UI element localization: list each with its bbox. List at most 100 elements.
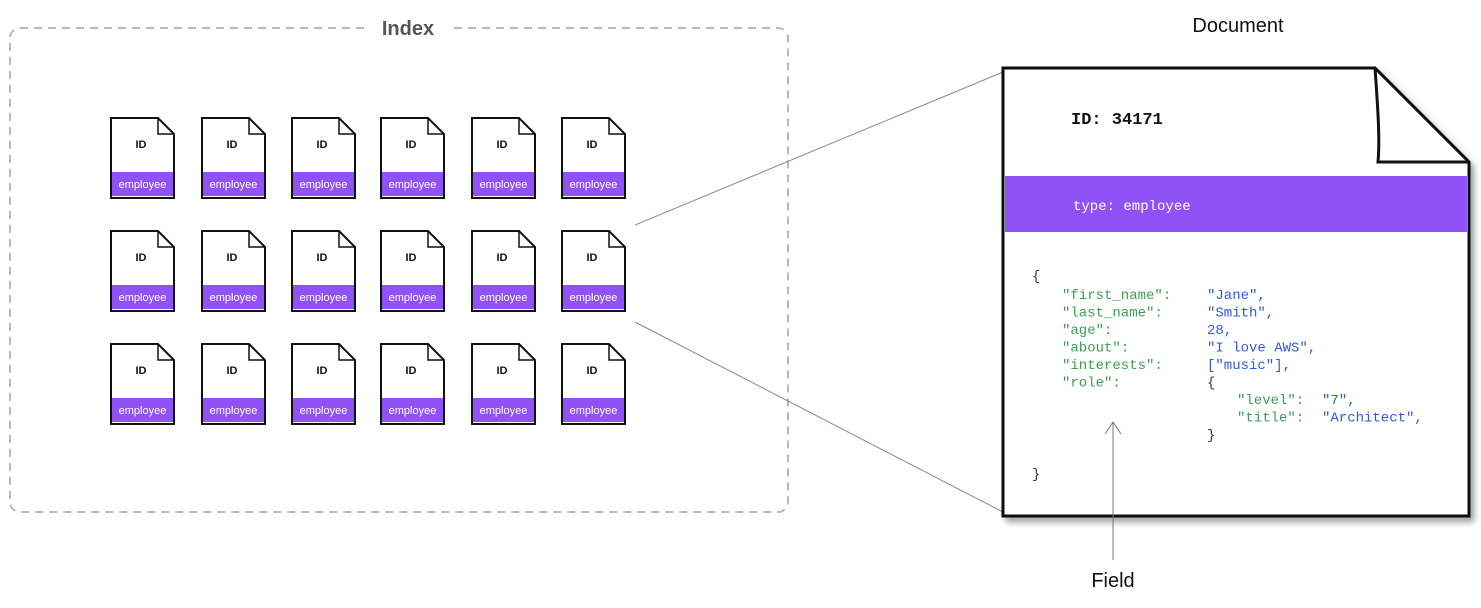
json-role-key: "title": bbox=[1237, 411, 1304, 427]
icon-id-label: ID bbox=[136, 252, 147, 264]
icon-id-label: ID bbox=[136, 365, 147, 377]
icon-page-fold bbox=[427, 344, 444, 361]
json-field-value: "Jane", bbox=[1207, 288, 1266, 304]
icon-page-outline bbox=[380, 230, 445, 312]
index-border bbox=[9, 27, 789, 513]
icon-type-label: employee bbox=[119, 179, 167, 191]
icon-page-fold bbox=[608, 231, 625, 248]
field-label: Field bbox=[1091, 570, 1134, 592]
icon-page-outline bbox=[380, 343, 445, 425]
icon-id-label: ID bbox=[587, 252, 598, 264]
json-field-key: "about": bbox=[1062, 341, 1129, 357]
json-role-close-brace: } bbox=[1207, 428, 1215, 444]
icon-page-outline bbox=[561, 117, 626, 199]
icon-type-label: employee bbox=[389, 405, 437, 417]
json-open-brace: { bbox=[1032, 269, 1040, 285]
icon-type-label: employee bbox=[570, 179, 618, 191]
icon-type-band bbox=[562, 172, 625, 196]
icon-id-label: ID bbox=[406, 139, 417, 151]
icon-type-label: employee bbox=[389, 179, 437, 191]
icon-page-fold bbox=[157, 231, 174, 248]
icon-type-label: employee bbox=[300, 292, 348, 304]
icon-page-outline bbox=[201, 117, 266, 199]
icon-type-band bbox=[111, 398, 174, 422]
icon-type-label: employee bbox=[210, 292, 258, 304]
icon-page-fold bbox=[338, 231, 355, 248]
index-document-icon: ID employee bbox=[471, 230, 536, 312]
icon-type-band bbox=[111, 285, 174, 309]
index-document-icon: ID employee bbox=[201, 343, 266, 425]
icon-id-label: ID bbox=[406, 365, 417, 377]
icon-type-band bbox=[381, 285, 444, 309]
icon-page-outline bbox=[561, 230, 626, 312]
icon-type-band bbox=[472, 285, 535, 309]
icon-page-outline bbox=[110, 117, 175, 199]
icon-id-label: ID bbox=[136, 139, 147, 151]
icon-page-outline bbox=[471, 230, 536, 312]
json-field-value: 28, bbox=[1207, 323, 1232, 339]
icon-page-outline bbox=[561, 343, 626, 425]
icon-page-fold bbox=[518, 344, 535, 361]
icon-page-fold bbox=[427, 118, 444, 135]
json-field-key: "first_name": bbox=[1062, 288, 1171, 304]
document-json-body: { } "first_name":"Jane","last_name":"Smi… bbox=[1032, 269, 1423, 483]
connector-line-bottom bbox=[634, 321, 1004, 513]
index-container: Index bbox=[9, 14, 789, 513]
icon-page-outline bbox=[110, 343, 175, 425]
document-type: type: employee bbox=[1073, 199, 1191, 215]
icon-page-outline bbox=[201, 343, 266, 425]
icon-type-band bbox=[111, 172, 174, 196]
icon-type-label: employee bbox=[570, 405, 618, 417]
icon-page-fold bbox=[338, 344, 355, 361]
document-page-fold bbox=[1373, 67, 1469, 164]
icon-page-outline bbox=[471, 117, 536, 199]
icon-type-band bbox=[472, 172, 535, 196]
icon-id-label: ID bbox=[406, 252, 417, 264]
icon-page-fold bbox=[157, 118, 174, 135]
icon-type-label: employee bbox=[480, 405, 528, 417]
icon-page-outline bbox=[291, 117, 356, 199]
json-field-value: "I love AWS", bbox=[1207, 341, 1316, 357]
index-document-icon: ID employee bbox=[201, 230, 266, 312]
icon-page-fold bbox=[248, 231, 265, 248]
index-title-background bbox=[368, 14, 450, 44]
json-role-value: "7", bbox=[1322, 393, 1356, 409]
icon-id-label: ID bbox=[497, 252, 508, 264]
json-role-value: "Architect", bbox=[1322, 411, 1423, 427]
json-field-value: ["music"], bbox=[1207, 358, 1291, 374]
index-title: Index bbox=[382, 18, 434, 40]
icon-page-outline bbox=[110, 230, 175, 312]
icon-id-label: ID bbox=[587, 139, 598, 151]
icon-type-band bbox=[292, 172, 355, 196]
icon-id-label: ID bbox=[227, 365, 238, 377]
json-field-key: "role": bbox=[1062, 376, 1121, 392]
document-type-band bbox=[1005, 176, 1467, 232]
icon-type-label: employee bbox=[210, 405, 258, 417]
icon-type-band bbox=[202, 172, 265, 196]
icon-page-fold bbox=[608, 118, 625, 135]
icon-type-band bbox=[562, 285, 625, 309]
icon-type-band bbox=[562, 398, 625, 422]
index-document-icon: ID employee bbox=[380, 117, 445, 199]
icon-id-label: ID bbox=[227, 139, 238, 151]
icon-type-label: employee bbox=[480, 292, 528, 304]
field-annotation: Field bbox=[1091, 421, 1135, 592]
document-detail: ID: 34171 type: employee { } "first_name… bbox=[1001, 66, 1471, 518]
icon-type-band bbox=[202, 285, 265, 309]
icon-type-band bbox=[202, 398, 265, 422]
icon-page-fold bbox=[518, 231, 535, 248]
icon-page-fold bbox=[248, 344, 265, 361]
icon-id-label: ID bbox=[227, 252, 238, 264]
icon-type-label: employee bbox=[480, 179, 528, 191]
icon-id-label: ID bbox=[317, 365, 328, 377]
icon-type-band bbox=[292, 285, 355, 309]
index-document-icon: ID employee bbox=[561, 117, 626, 199]
icon-page-fold bbox=[427, 231, 444, 248]
json-close-brace: } bbox=[1032, 467, 1040, 483]
